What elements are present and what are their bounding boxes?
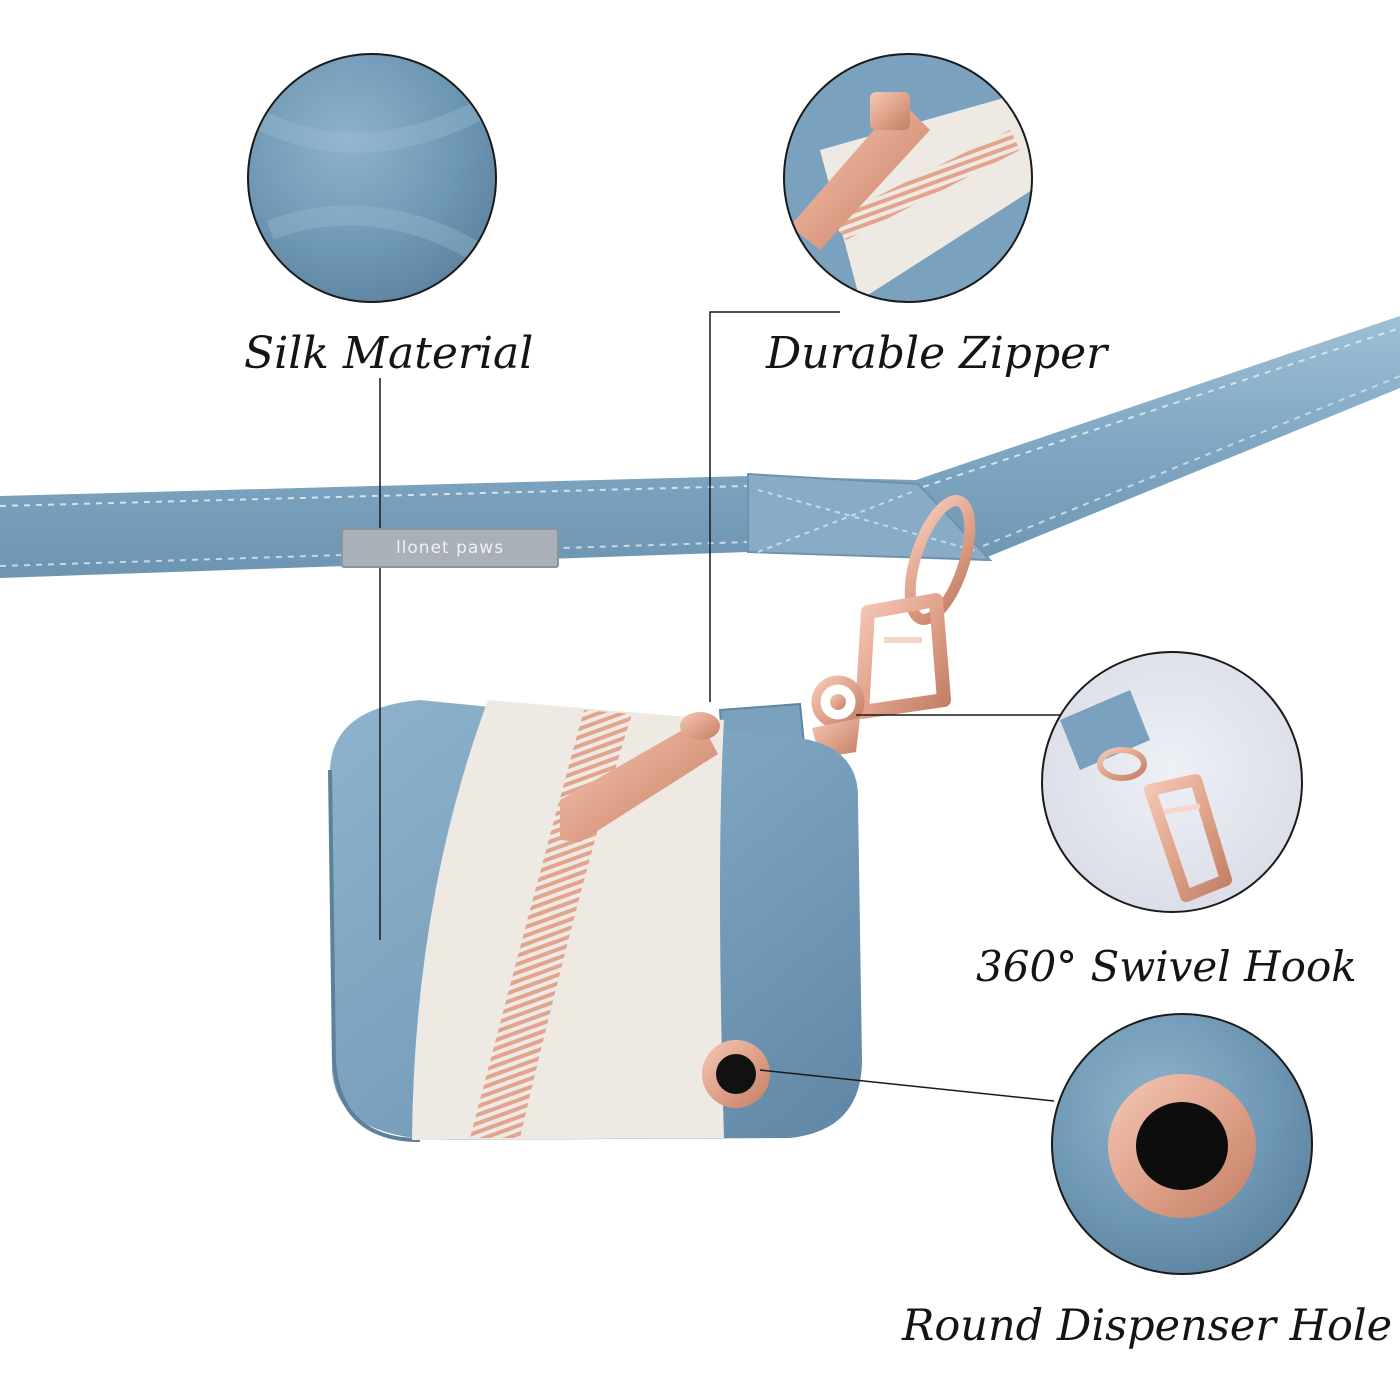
silk-detail-circle [247, 53, 497, 303]
hook-detail-circle [1041, 651, 1303, 913]
durable-zipper-label: Durable Zipper [766, 328, 1108, 379]
hole-detail-circle [1051, 1013, 1313, 1275]
swivel-hook-hardware [811, 495, 976, 758]
silk-material-label: Silk Material [244, 328, 534, 379]
poop-bag-pouch [328, 700, 862, 1142]
brand-tag: llonet paws [341, 528, 559, 568]
zipper-detail-circle [783, 53, 1033, 303]
swivel-hook-label: 360° Swivel Hook [976, 942, 1357, 991]
callout-leader-lines [379, 311, 1066, 1102]
dispenser-hole-label: Round Dispenser Hole [902, 1301, 1393, 1351]
leash-strap [0, 316, 1400, 578]
